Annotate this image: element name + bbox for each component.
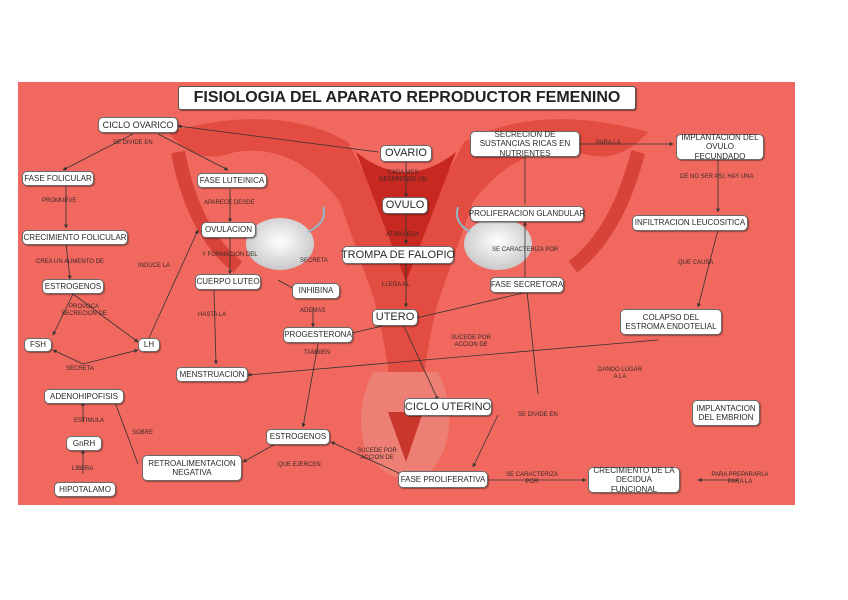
- label-libera: LIBERA: [72, 466, 94, 472]
- node-fase-folicular: FASE FOLICULAR: [22, 171, 94, 186]
- label-y-formacion: Y FORMACION DEL: [202, 252, 258, 258]
- label-sucede-por-accion-1: SUCEDE POR ACCION DE: [451, 335, 491, 348]
- label-aparece-desde: APARECE DESDE: [204, 200, 255, 206]
- node-ovario: OVARIO: [380, 145, 432, 162]
- node-gnrh: GnRH: [66, 436, 102, 451]
- node-fsh: FSH: [24, 338, 52, 352]
- label-se-divide-en-2: SE DIVIDE EN: [518, 412, 558, 418]
- label-sobre: SOBRE: [132, 430, 154, 436]
- node-implantacion-embrion: IMPLANTACION DEL EMBRION: [692, 400, 760, 426]
- node-crecimiento-folicular: CRECIMIENTO FOLICULAR: [22, 230, 128, 245]
- page-title: FISIOLOGIA DEL APARATO REPRODUCTOR FEMEN…: [178, 86, 636, 110]
- node-fase-secretora: FASE SECRETORA: [490, 277, 564, 293]
- label-cada-mes: CADA MES DESPRENDE UN: [379, 170, 427, 183]
- node-ovulo: OVULO: [382, 197, 428, 214]
- node-colapso-estroma: COLAPSO DEL ESTROMA ENDOTELIAL: [620, 309, 722, 335]
- node-crecimiento-decidua: CRECIMIENTO DE LA DECIDUA FUNCIONAL: [588, 466, 680, 494]
- label-induce-la: INDUCE LA: [138, 263, 171, 269]
- label-de-no-ser: DE NO SER ASI, HAY UNA: [680, 174, 754, 180]
- node-retroalimentacion-negativa: RETROALIMENTACION NEGATIVA: [142, 455, 242, 481]
- label-sucede-por-accion-2: SUCEDE POR ACCION DE: [357, 448, 397, 461]
- label-que-causa: QUE CAUSA: [678, 260, 714, 266]
- concept-map-canvas: FISIOLOGIA DEL APARATO REPRODUCTOR FEMEN…: [18, 82, 795, 505]
- label-hasta-la: HASTA LA: [198, 312, 227, 318]
- node-estrogenos-2: ESTROGENOS: [266, 429, 330, 445]
- node-ovulacion: OVULACION: [201, 222, 256, 238]
- label-secreta-2: SECRETA: [66, 366, 94, 372]
- label-para-prepararla: PARA PREPARARLA PARA LA: [711, 472, 769, 485]
- node-proliferacion-glandular: PROLIFERACION GLANDULAR: [469, 206, 585, 222]
- label-atraviesa: ATRAVIESA: [386, 232, 419, 238]
- node-hipotalamo: HIPOTALAMO: [54, 482, 116, 497]
- node-infiltracion-leucositica: INFILTRACION LEUCOSITICA: [632, 215, 748, 231]
- node-fase-proliferativa: FASE PROLIFERATIVA: [398, 471, 488, 488]
- node-lh: LH: [138, 338, 160, 352]
- label-se-caracteriza-2: SE CARACTERIZA POR: [505, 472, 558, 485]
- label-para-la: PARA LA: [596, 140, 621, 146]
- node-menstruacion: MENSTRUACION: [176, 367, 248, 382]
- label-llega-al: LLEGA AL: [382, 282, 410, 288]
- node-secrecion-sustancias: SECRECION DE SUSTANCIAS RICAS EN NUTRIEN…: [470, 130, 580, 158]
- node-progesterona: PROGESTERONA: [283, 327, 353, 343]
- label-promueve: PROMUEVE: [42, 198, 77, 204]
- label-estimula: ESTIMULA: [74, 418, 105, 424]
- node-ciclo-uterino: CICLO UTERINO: [404, 398, 492, 416]
- node-inhibina: INHIBINA: [292, 283, 340, 299]
- node-cuerpo-luteo: CUERPO LUTEO: [195, 274, 261, 290]
- label-ademas: ADEMAS: [300, 308, 326, 314]
- label-tambien: TAMBIEN: [304, 350, 331, 356]
- node-fase-luteinica: FASE LUTEINICA: [197, 173, 267, 188]
- node-trompa-de-falopio: TROMPA DE FALOPIO: [341, 246, 455, 264]
- label-se-caracteriza-1: SE CARACTERIZA POR: [492, 247, 559, 253]
- node-adenohipofisis: ADENOHIPOFISIS: [44, 389, 124, 404]
- label-que-ejercen: QUE EJERCEN: [278, 462, 321, 468]
- node-implantacion-ovulo: IMPLANTACION DEL OVULO FECUNDADO: [676, 133, 764, 161]
- node-ciclo-ovarico: CICLO OVARICO: [98, 117, 178, 133]
- label-secreta-1: SECRETA: [300, 258, 328, 264]
- node-utero: UTERO: [372, 309, 418, 326]
- label-crea-aumento: CREA UN AUMENTO DE: [36, 259, 104, 265]
- label-se-divide-en-1: SE DIVIDE EN: [113, 140, 153, 146]
- label-dando-lugar: DANDO LUGAR A LA: [597, 367, 642, 380]
- node-estrogenos-1: ESTROGENOS: [42, 279, 104, 294]
- label-provoca-secrecion: PROVOCA SECRECION DE: [61, 304, 107, 317]
